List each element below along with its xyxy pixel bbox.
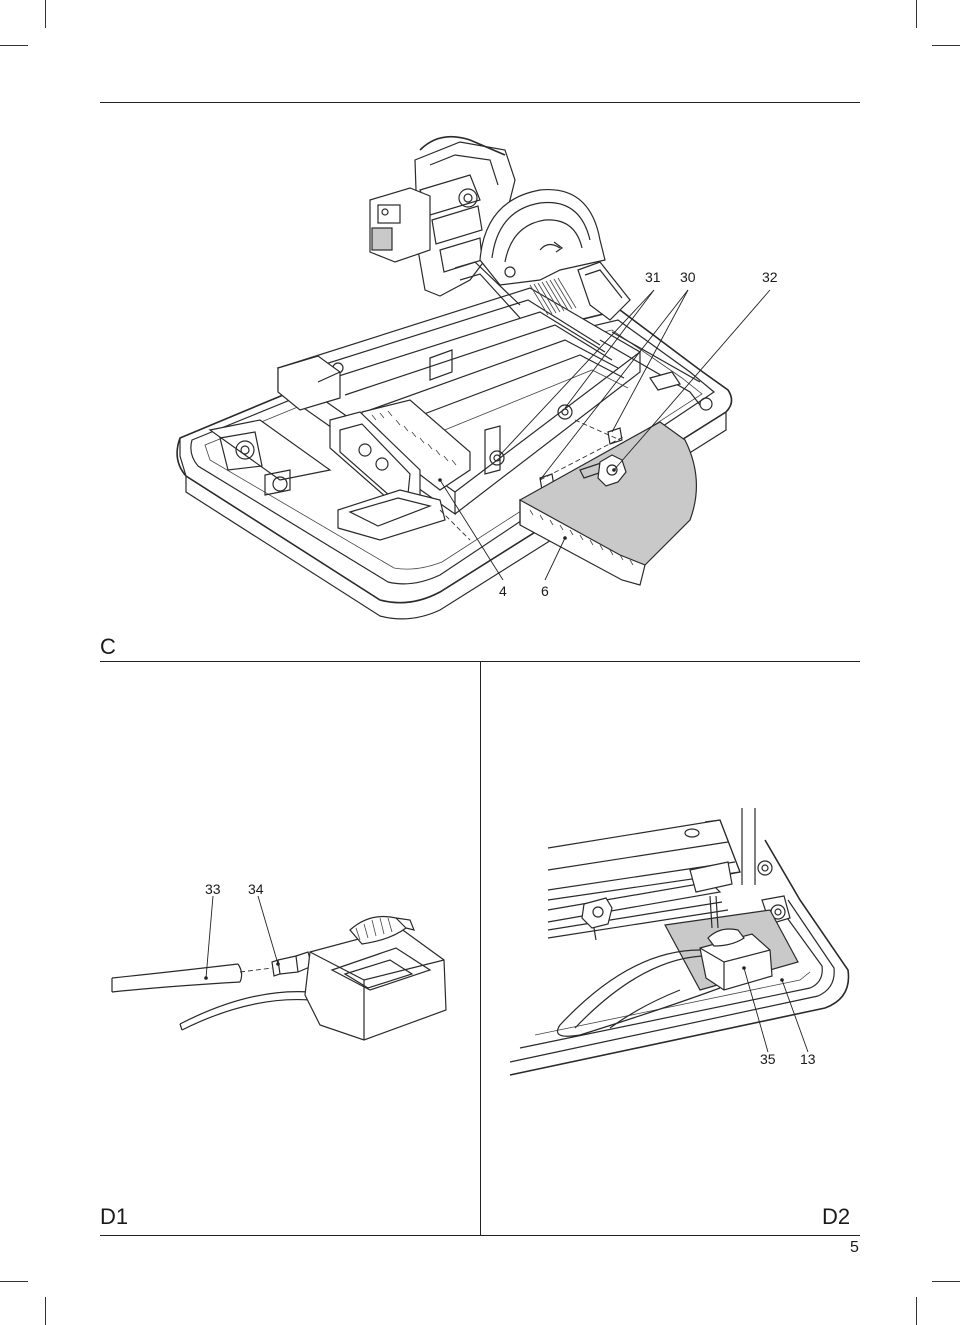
crop-mark-bottom-right-v [916,1297,917,1325]
figure-c-tile-saw-illustration [176,135,771,620]
callout-13: 13 [800,1051,816,1067]
callout-35: 35 [760,1051,776,1067]
crop-mark-top-left-h [0,45,28,46]
callout-30: 30 [680,269,696,285]
figure-d1-pump-illustration [111,915,447,1041]
figure-d2-pump-in-tray-illustration [509,808,850,1076]
footer-rule [100,1235,860,1236]
callout-6: 6 [541,583,549,599]
crop-mark-bottom-left-h [0,1281,28,1282]
crop-mark-top-right-h [932,45,960,46]
callout-33: 33 [205,881,221,897]
callout-4: 4 [499,583,507,599]
callout-31: 31 [645,269,661,285]
crop-mark-top-left-v [45,0,46,28]
crop-mark-top-right-v [916,0,917,28]
figure-label-c: C [100,634,116,659]
page-number: 5 [850,1239,859,1256]
callout-34: 34 [248,881,264,897]
callout-32: 32 [762,269,778,285]
header-rule [100,102,860,103]
figure-d1-leaders [204,895,280,980]
figure-divider [480,661,481,1235]
crop-mark-bottom-left-v [45,1297,46,1325]
figure-label-d1: D1 [100,1204,129,1229]
crop-mark-bottom-right-h [932,1281,960,1282]
figure-label-d2: D2 [822,1204,851,1229]
